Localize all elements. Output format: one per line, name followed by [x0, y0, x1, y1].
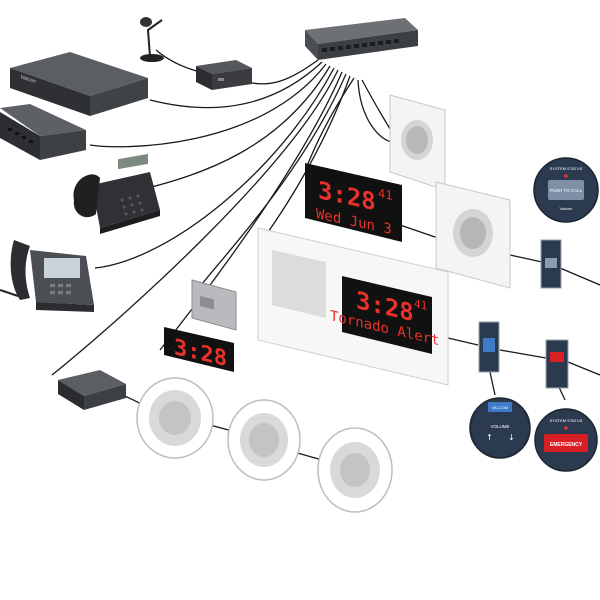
volume-down-arrow-icon: ↓ [508, 433, 515, 442]
volume-station-callout: VALCOM VOLUME ↑ ↓ [469, 397, 531, 459]
ceiling-speaker-3 [317, 427, 393, 513]
cable-small-clock [159, 71, 343, 351]
rack-unit [0, 104, 86, 160]
emergency-station-led [564, 426, 568, 430]
wall-speaker-mid [435, 181, 511, 289]
cable-desk-phone [139, 65, 331, 191]
wall-speaker-top [389, 94, 446, 191]
call-station-led [564, 174, 568, 178]
alert-panel-seconds: 41 [414, 297, 427, 313]
cable-nvr [89, 63, 327, 148]
volume-up-arrow-icon: ↑ [486, 433, 493, 442]
desk-phone [73, 153, 160, 234]
ip-phone [0, 240, 94, 312]
call-station-button-label: PUSH TO CALL [550, 188, 583, 193]
emergency-station-callout: SYSTEM STATUS EMERGENCY [534, 408, 598, 472]
emergency-station-status: SYSTEM STATUS [550, 418, 583, 423]
emergency-button [544, 434, 588, 452]
talkback-speaker [191, 279, 237, 331]
recorder-unit: Valcom [10, 52, 148, 116]
call-station-button [548, 180, 584, 200]
small-clock: 3:28 [164, 327, 234, 372]
cable-volume-to-mid [499, 349, 547, 359]
amplifier-box [58, 370, 126, 410]
network-switch [305, 18, 418, 60]
volume-station-brand: VALCOM [492, 405, 509, 410]
date-clock-seconds: 41 [378, 186, 392, 203]
volume-station-label: VOLUME [490, 424, 509, 429]
call-station-status: SYSTEM STATUS [550, 166, 583, 171]
cable-amp-bottom [51, 69, 339, 376]
cable-station-exit [559, 267, 600, 286]
call-station-device [540, 239, 562, 289]
volume-brand-tag [488, 402, 512, 412]
ceiling-speaker-1 [136, 377, 214, 459]
emergency-station-device [545, 339, 569, 389]
cable-panel-to-volume [447, 337, 479, 346]
cable-ip-phone [94, 67, 335, 269]
date-clock: 3:28 41 Wed Jun 3 [305, 163, 402, 242]
mic-interface-box [196, 60, 252, 90]
ceiling-speaker-2 [227, 399, 301, 481]
emergency-button-label: EMERGENCY [550, 442, 583, 448]
volume-station-device [478, 321, 500, 373]
call-station-brand: Valcom [559, 206, 573, 211]
recorder-brand: Valcom [19, 74, 36, 85]
cable-recorder [149, 61, 323, 109]
alert-panel: 3:28 41 Tornado Alert [257, 227, 449, 386]
cable-volume-drop [489, 371, 496, 396]
cable-mid-exit [567, 361, 600, 376]
cable-speaker-top [357, 79, 393, 143]
paging-microphone [140, 17, 164, 62]
cable-date-clock-to-speaker [399, 224, 439, 239]
call-station-callout: SYSTEM STATUS PUSH TO CALL Valcom [533, 157, 599, 223]
cable-speaker-to-station [509, 254, 543, 263]
cable-mic [155, 49, 201, 73]
